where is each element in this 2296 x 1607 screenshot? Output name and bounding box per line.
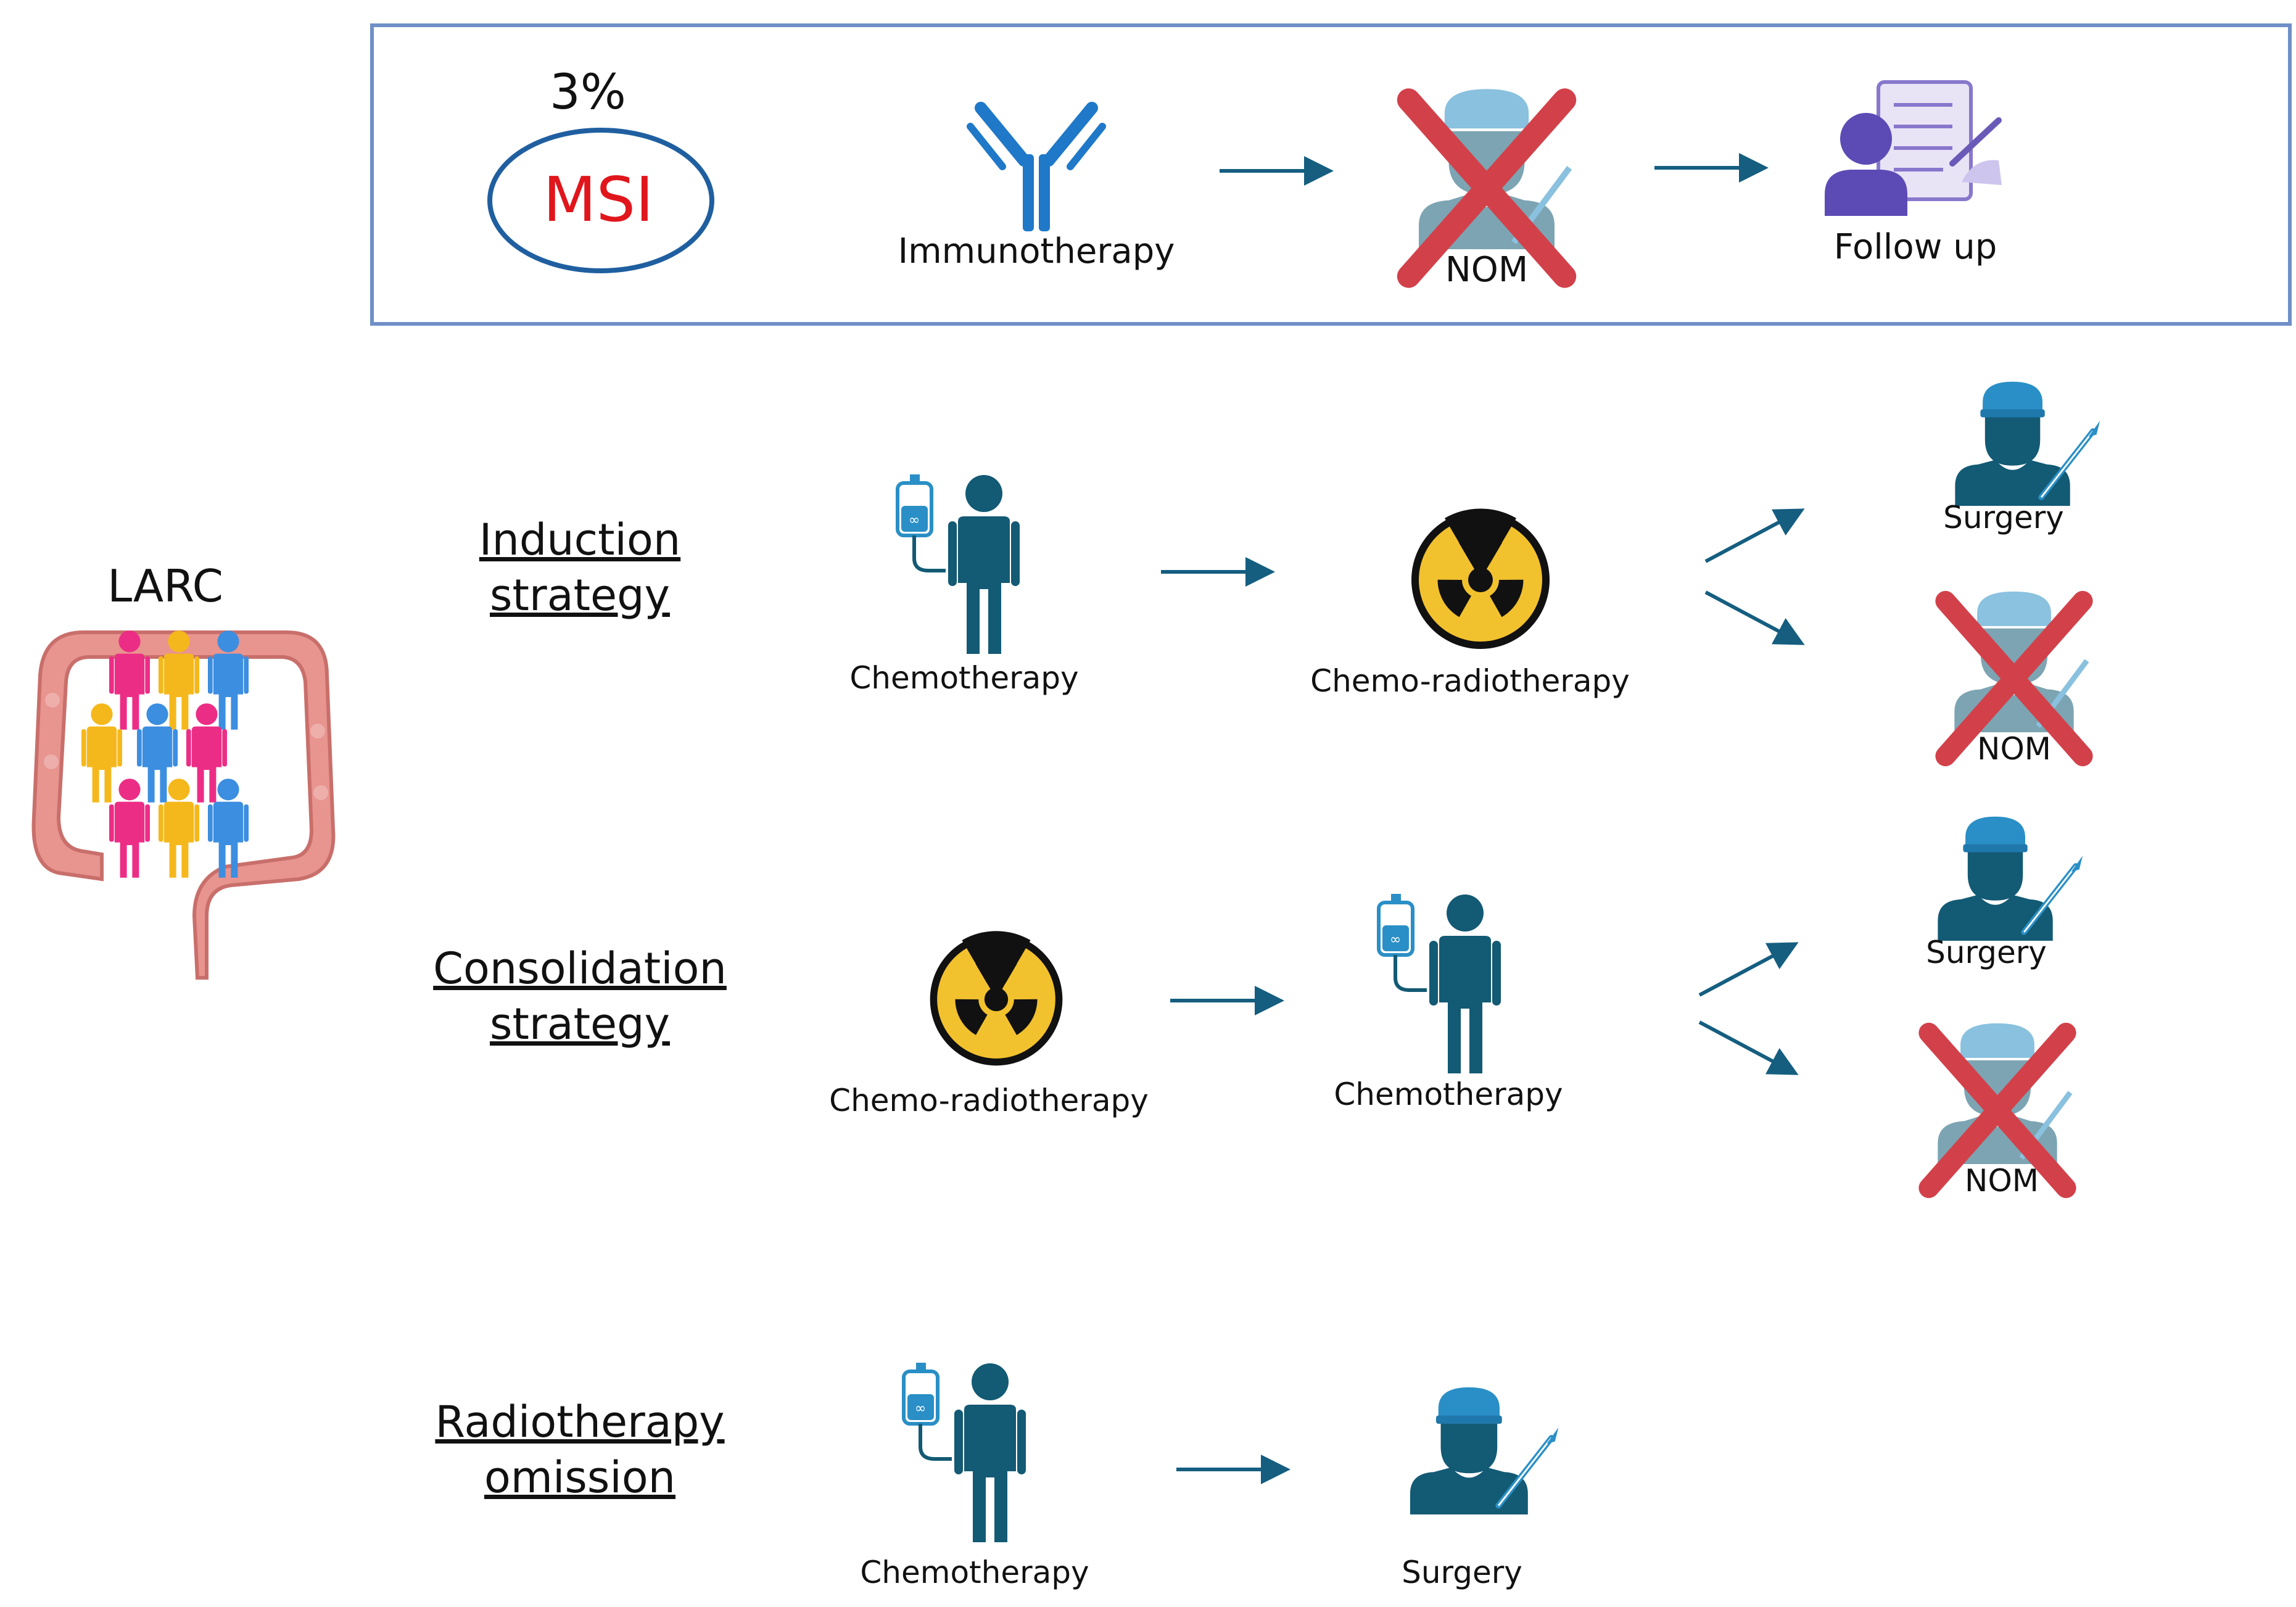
omission-title-line2: omission — [484, 1452, 676, 1503]
msi-percent: 3% — [550, 65, 626, 120]
induction-step1-label: Chemotherapy — [849, 660, 1079, 696]
consolidation-title: Consolidation strategy — [433, 941, 727, 1052]
consolidation-step1-label: Chemo-radiotherapy — [829, 1083, 1149, 1118]
msi-ellipse — [487, 128, 714, 273]
msi-nom-label: NOM — [1445, 250, 1529, 290]
immunotherapy-label: Immunotherapy — [898, 231, 1175, 271]
induction-radiation-icon — [1411, 508, 1550, 649]
consolidation-title-line2: strategy — [490, 999, 670, 1049]
induction-chemo-icon — [891, 472, 1033, 657]
omission-arrow — [1176, 1455, 1290, 1484]
induction-title: Induction strategy — [479, 512, 680, 623]
induction-out2-label: NOM — [1977, 731, 2051, 767]
induction-surgeon-icon — [1954, 379, 2105, 506]
msi-label: MSI — [543, 163, 654, 236]
induction-title-line1: Induction — [479, 514, 681, 565]
omission-step1-label: Chemotherapy — [860, 1555, 1089, 1590]
induction-fork-arrows — [1704, 508, 1805, 645]
consolidation-out2-label: NOM — [1965, 1163, 2039, 1199]
induction-title-line2: strategy — [490, 570, 670, 621]
omission-chemo-icon — [898, 1360, 1039, 1545]
people-icon — [81, 630, 249, 878]
induction-out1-label: Surgery — [1943, 500, 2064, 535]
colon-icon — [31, 630, 336, 980]
omission-surgeon-icon — [1410, 1385, 1564, 1514]
larc-label: LARC — [107, 560, 223, 612]
consolidation-title-line1: Consolidation — [433, 943, 727, 994]
msi-pathway-box — [370, 23, 2292, 326]
arrow-msi-2 — [1654, 153, 1769, 183]
consolidation-step2-label: Chemotherapy — [1334, 1076, 1563, 1112]
consolidation-arrow — [1170, 986, 1284, 1015]
consolidation-radiation-icon — [930, 931, 1063, 1066]
consolidation-out1-label: Surgery — [1926, 935, 2047, 970]
follow-up-icon — [1825, 80, 2002, 216]
arrow-msi-1 — [1220, 156, 1334, 186]
omission-step2-label: Surgery — [1402, 1555, 1522, 1590]
omission-title-line1: Radiotherapy — [435, 1397, 725, 1447]
consolidation-fork-arrows — [1698, 942, 1799, 1075]
antibody-icon — [967, 102, 1106, 231]
omission-title: Radiotherapy omission — [435, 1394, 724, 1505]
induction-arrow — [1161, 557, 1275, 587]
induction-step2-label: Chemo-radiotherapy — [1310, 663, 1630, 699]
consolidation-surgeon-icon — [1937, 814, 2088, 941]
consolidation-chemo-icon — [1373, 891, 1514, 1076]
follow-up-label: Follow up — [1833, 227, 1997, 267]
